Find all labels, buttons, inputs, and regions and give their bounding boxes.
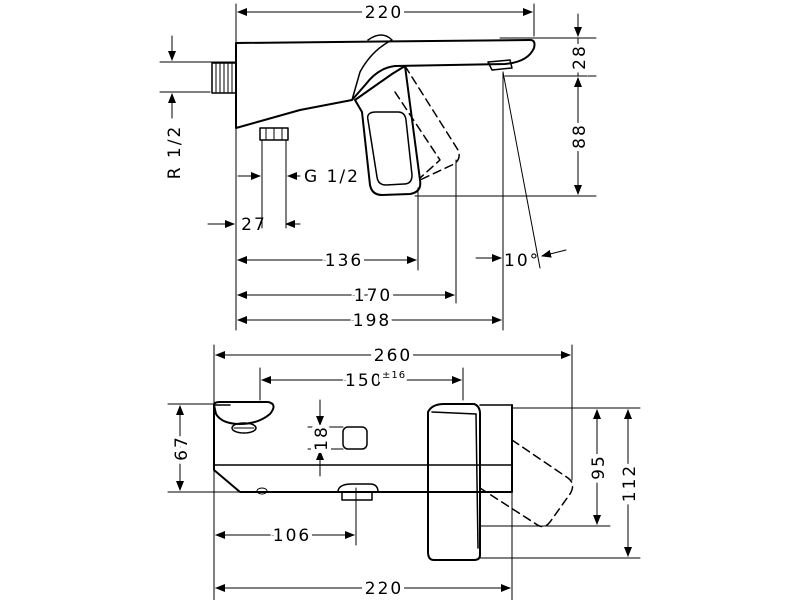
dim-total-width: 220 bbox=[365, 3, 403, 23]
outlet-connector bbox=[337, 483, 379, 493]
top-view: 220 28 88 R 1/2 G 1/2 27 136 10° 170 198 bbox=[159, 0, 597, 335]
dim-outlet-offset: 27 bbox=[241, 215, 267, 235]
dim-handle-depth: 95 bbox=[589, 454, 609, 480]
dim-body-width: 220 bbox=[365, 579, 403, 599]
dim-button-height: 18 bbox=[312, 425, 332, 451]
aerator-plan bbox=[231, 422, 257, 434]
dim-body-height: 67 bbox=[172, 435, 192, 461]
bottom-view: 260 150 ±16 18 67 95 112 106 220 bbox=[167, 342, 644, 600]
dim-spout-angle: 10° bbox=[504, 251, 540, 271]
dim-inlet-thread: R 1/2 bbox=[165, 125, 185, 180]
dim-max-width: 260 bbox=[374, 346, 412, 366]
dim-handle-height: 88 bbox=[570, 123, 590, 149]
handle-plan-dashed bbox=[479, 439, 574, 528]
aerator bbox=[487, 59, 513, 71]
dim-spout-reach: 198 bbox=[353, 311, 391, 331]
handle-dashed-rotated bbox=[404, 65, 460, 181]
spout-plan bbox=[213, 401, 275, 425]
handle-inner-recess bbox=[366, 111, 413, 186]
dim-spout-height: 28 bbox=[570, 44, 590, 70]
handle-plan bbox=[427, 403, 481, 561]
dim-centers-tolerance: ±16 bbox=[382, 370, 406, 381]
dim-total-depth: 112 bbox=[620, 464, 640, 502]
faucet-body-side bbox=[235, 39, 536, 129]
handle-side bbox=[354, 65, 422, 196]
dim-handle-reach: 136 bbox=[325, 251, 363, 271]
lever-curve bbox=[351, 34, 393, 101]
diverter-button bbox=[342, 426, 368, 450]
dim-centers: 150 bbox=[345, 371, 383, 391]
dim-handle-reach-max: 170 bbox=[354, 286, 392, 306]
dim-outlet-thread: G 1/2 bbox=[304, 167, 360, 187]
dim-outlet-offset-plan: 106 bbox=[273, 526, 311, 546]
